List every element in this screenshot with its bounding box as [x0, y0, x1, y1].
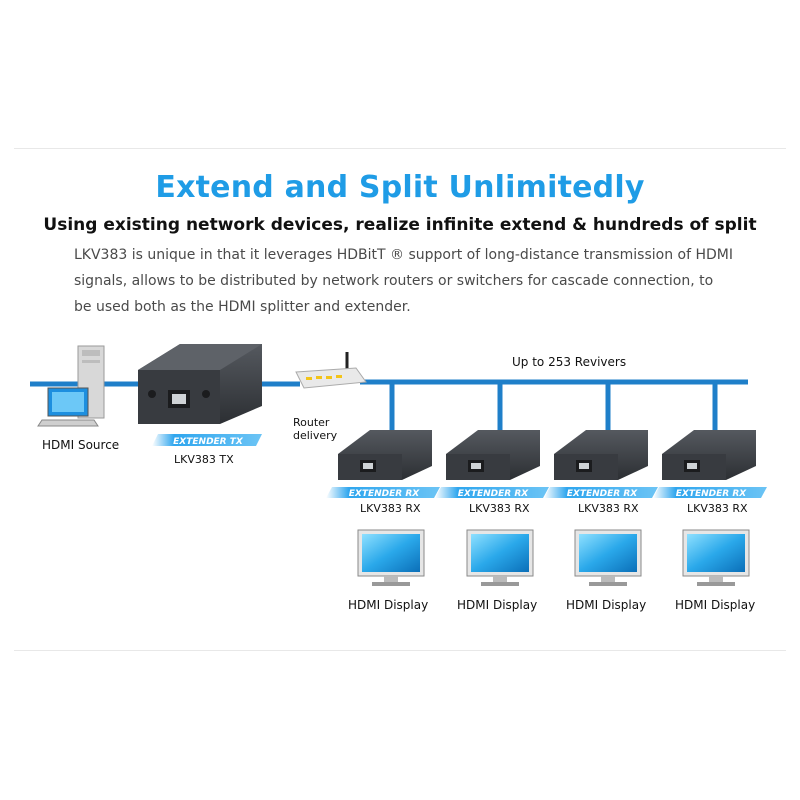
receiver-device-4 [662, 430, 756, 480]
source-label: HDMI Source [42, 438, 120, 452]
rx-badge-2-text: EXTENDER RX [458, 489, 530, 499]
tx-badge-text: EXTENDER TX [173, 437, 244, 447]
rx-model-label-3: LKV383 RX [578, 502, 639, 515]
top-divider [14, 148, 786, 149]
display-label-3: HDMI Display [566, 598, 647, 612]
monitor-icon-2 [466, 529, 534, 586]
rx-badge-2: EXTENDER RX [435, 487, 549, 499]
page-subtitle: Using existing network devices, realize … [43, 215, 757, 235]
rx-model-label-1: LKV383 RX [360, 502, 421, 515]
rx-model-label-2: LKV383 RX [469, 502, 530, 515]
receiver-device-2 [446, 430, 540, 480]
network-cables [30, 379, 748, 438]
display-label-1: HDMI Display [348, 598, 429, 612]
receiver-device-3 [554, 430, 648, 480]
receivers-note: Up to 253 Revivers [512, 355, 627, 369]
router-label-line2: delivery [293, 429, 338, 442]
bottom-divider [14, 650, 786, 651]
laptop-icon [37, 387, 99, 427]
monitor-icon-3 [574, 529, 642, 586]
display-label-2: HDMI Display [457, 598, 538, 612]
monitor-icon-4 [682, 529, 750, 586]
rx-badge-4: EXTENDER RX [653, 487, 767, 499]
tx-model-label: LKV383 TX [174, 453, 234, 466]
page-title: Extend and Split Unlimitedly [155, 170, 645, 205]
tx-badge: EXTENDER TX [152, 434, 262, 447]
router-label-line1: Router [293, 416, 330, 429]
rx-model-label-4: LKV383 RX [687, 502, 748, 515]
pc-tower-icon [77, 345, 105, 419]
rx-badge-3-text: EXTENDER RX [567, 489, 639, 499]
monitor-icon-1 [357, 529, 425, 586]
router-icon [295, 352, 367, 389]
rx-badge-1: EXTENDER RX [326, 487, 440, 499]
display-label-4: HDMI Display [675, 598, 756, 612]
transmitter-device [138, 344, 262, 424]
rx-badge-1-text: EXTENDER RX [349, 489, 421, 499]
receiver-device-1 [338, 430, 432, 480]
rx-badge-4-text: EXTENDER RX [676, 489, 748, 499]
rx-badge-3: EXTENDER RX [544, 487, 658, 499]
description-text: LKV383 is unique in that it leverages HD… [74, 247, 733, 315]
